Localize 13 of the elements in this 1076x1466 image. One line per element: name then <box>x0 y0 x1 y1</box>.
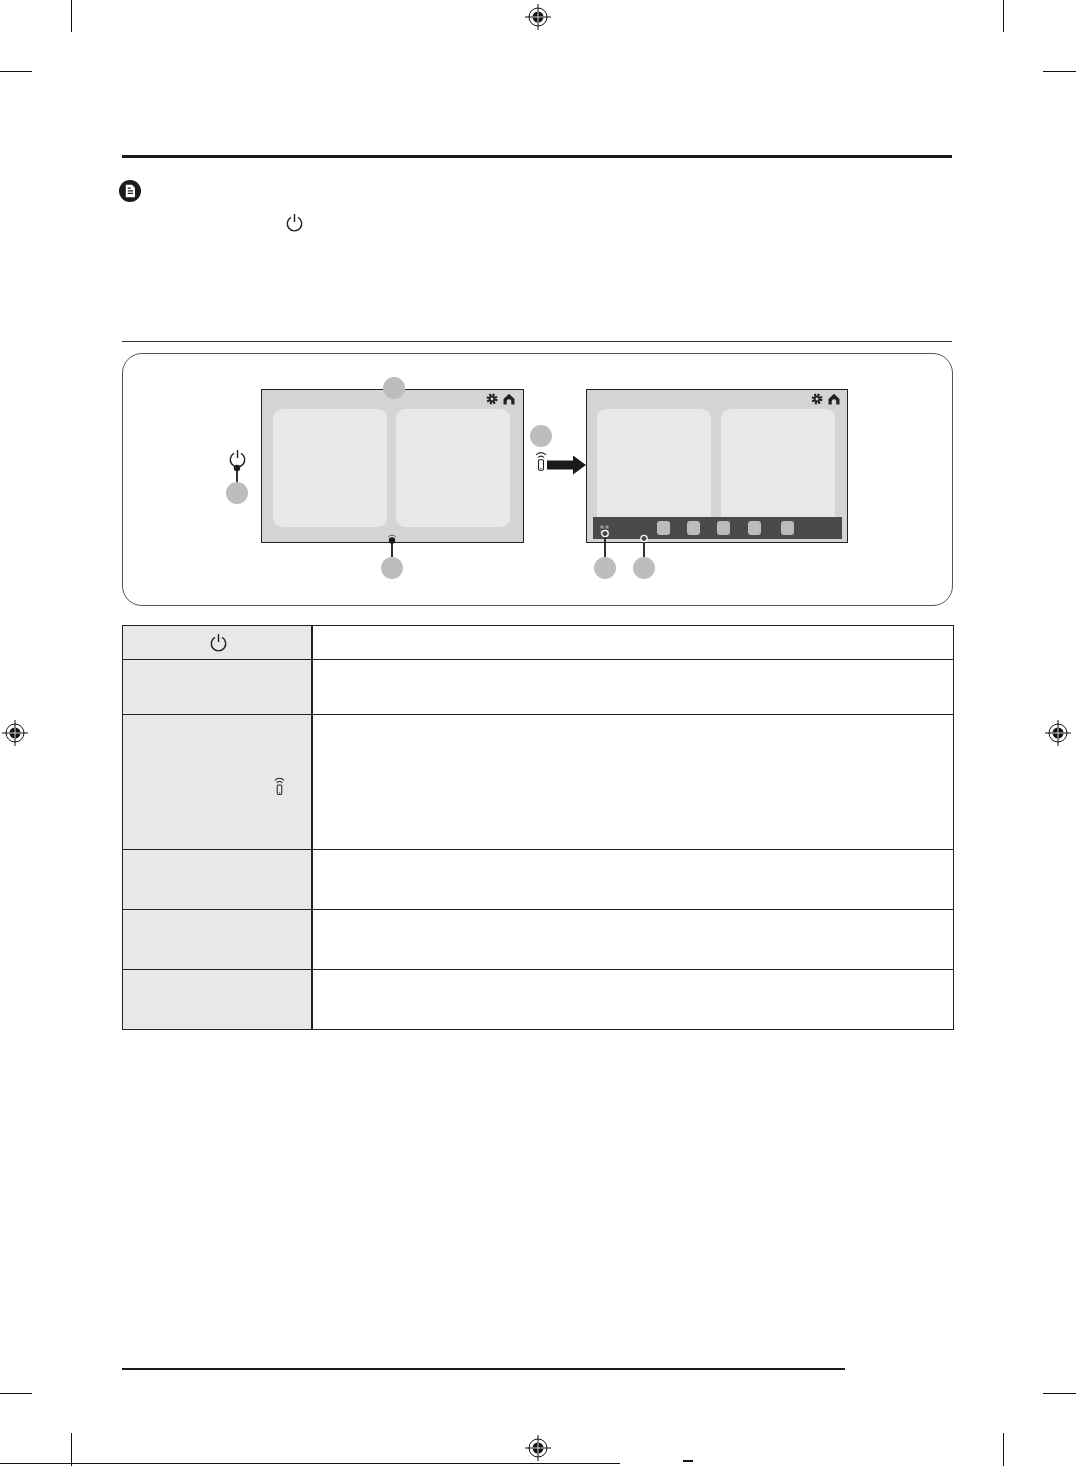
wireless-icon <box>386 533 397 541</box>
callout-circle <box>226 482 248 504</box>
callout-circle <box>381 557 403 579</box>
display-screen <box>586 389 848 543</box>
callout-circle <box>530 425 552 447</box>
power-icon <box>228 449 247 468</box>
callout-circle <box>594 557 616 579</box>
bottom-bar <box>592 516 842 539</box>
remote-signal-icon <box>535 451 547 471</box>
grid-icon <box>599 524 609 534</box>
display-screen <box>261 389 524 543</box>
callout-circle <box>633 557 655 579</box>
callout-circle <box>383 377 405 399</box>
